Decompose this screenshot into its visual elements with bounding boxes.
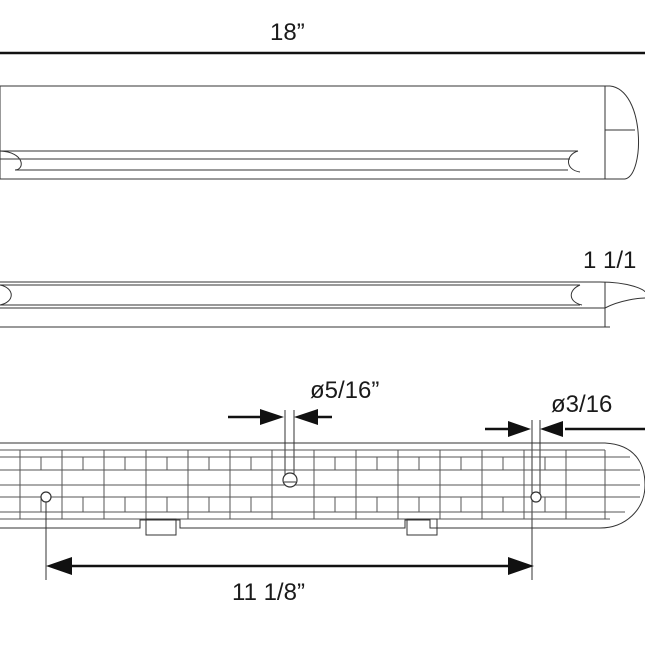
overall-length-dimension: 18”: [0, 19, 645, 55]
large-hole-label: ø5/16”: [310, 377, 379, 404]
right-small-hole: [530, 491, 542, 503]
height-label: 1 1/1: [583, 247, 636, 274]
hole-spacing-label: 11 1/8”: [232, 579, 305, 606]
overall-length-label: 18”: [270, 19, 305, 46]
large-hole-dimension: ø5/16”: [228, 377, 379, 485]
large-hole: [282, 472, 298, 488]
profile-view: [0, 281, 645, 328]
height-dimension: 1 1/1: [583, 247, 636, 274]
bottom-view: [0, 442, 645, 580]
small-hole-label: ø3/16: [551, 391, 612, 418]
left-small-hole: [40, 491, 52, 503]
hole-spacing-dimension: 11 1/8”: [46, 557, 534, 606]
side-view: [0, 85, 639, 180]
